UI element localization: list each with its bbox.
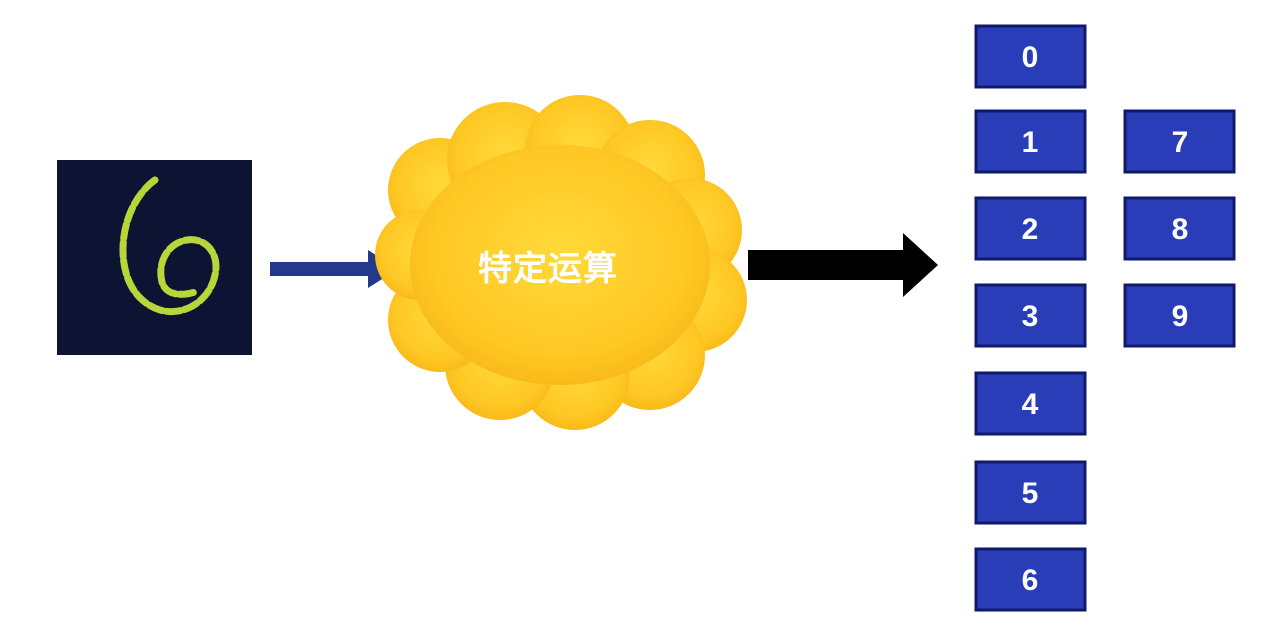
input-digit-image [57, 160, 252, 355]
svg-text:3: 3 [1022, 300, 1039, 333]
output-box-3: 3 [974, 283, 1087, 348]
output-box-7: 7 [1123, 109, 1236, 174]
output-box-4: 4 [974, 371, 1087, 436]
output-box-6: 6 [974, 547, 1087, 612]
svg-text:4: 4 [1022, 388, 1039, 421]
svg-text:7: 7 [1172, 126, 1189, 159]
svg-text:1: 1 [1022, 126, 1039, 159]
input-image-background [57, 160, 252, 355]
svg-text:6: 6 [1022, 564, 1039, 597]
process-label: 特定运算 [478, 249, 618, 289]
process-cloud: 特定运算 [375, 95, 747, 430]
handwritten-stroke [119, 176, 220, 315]
output-digit-boxes: 0 1 2 3 4 5 6 7 [974, 24, 1236, 612]
svg-text:8: 8 [1172, 213, 1189, 246]
output-box-1: 1 [974, 109, 1087, 174]
output-box-9: 9 [1123, 283, 1236, 348]
svg-text:9: 9 [1172, 300, 1189, 333]
output-box-8: 8 [1123, 196, 1236, 261]
output-arrow [748, 233, 938, 297]
svg-text:2: 2 [1022, 213, 1039, 246]
output-box-5: 5 [974, 460, 1087, 525]
output-box-0: 0 [974, 24, 1087, 89]
svg-text:0: 0 [1022, 41, 1039, 74]
svg-text:5: 5 [1022, 477, 1039, 510]
output-box-2: 2 [974, 196, 1087, 261]
